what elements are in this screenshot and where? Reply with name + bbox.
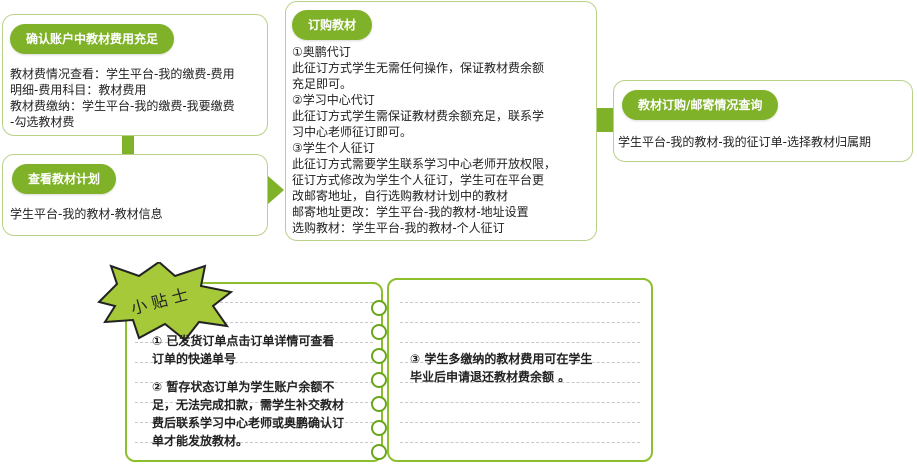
step-confirm-balance-title: 确认账户中教材费用充足 <box>10 24 175 54</box>
tip-line: ① 已发货订单点击订单详情可查看 <box>152 334 335 348</box>
tip-1: ① 已发货订单点击订单详情可查看 订单的快递单号 <box>152 332 372 368</box>
tips-right-page <box>387 278 653 462</box>
binder-ring <box>371 372 387 388</box>
divider <box>135 402 373 403</box>
divider <box>135 302 373 303</box>
tip-line: 单才能发放教材。 <box>152 434 249 448</box>
binder-ring <box>371 324 387 340</box>
divider <box>400 362 640 363</box>
step-order-box <box>285 1 597 241</box>
divider <box>400 442 640 443</box>
text-line: ③学生个人征订 <box>292 141 375 155</box>
text-line: 改邮寄地址，自行选购教材计划中的教材 <box>292 189 509 203</box>
divider <box>400 322 640 323</box>
step-confirm-balance-text: 教材费情况查看：学生平台-我的缴费-费用 明细-费用科目：教材费用 教材费缴纳：… <box>10 66 266 130</box>
divider <box>400 422 640 423</box>
binder-ring <box>371 348 387 364</box>
binder-ring <box>371 300 387 316</box>
text-line: 明细-费用科目：教材费用 <box>10 83 147 97</box>
step-view-plan-title: 查看教材计划 <box>12 164 117 194</box>
step-view-plan-box <box>2 154 268 236</box>
tip-line: 费后联系学习中心老师或奥鹏确认订 <box>152 416 345 430</box>
step-query-text: 学生平台-我的教材-我的征订单-选择教材归属期 <box>618 135 871 149</box>
divider <box>400 302 640 303</box>
divider <box>135 422 373 423</box>
divider <box>135 322 373 323</box>
divider <box>135 382 373 383</box>
text-line: ②学习中心代订 <box>292 93 375 107</box>
tip-2: ② 暂存状态订单为学生账户余额不 足，无法完成扣款，需学生补交教材 费后联系学习… <box>152 378 372 450</box>
text-line: ①奥鹏代订 <box>292 45 351 59</box>
step-query-title: 教材订购/邮寄情况查询 <box>622 90 779 120</box>
connector-box1-box2 <box>122 136 134 154</box>
text-line: 此征订方式学生无需任何操作，保证教材费余额 <box>292 61 545 75</box>
step-view-plan-text: 学生平台-我的教材-教材信息 <box>10 207 163 221</box>
tips-badge-icon <box>97 262 234 342</box>
divider <box>400 402 640 403</box>
tip-line: ③ 学生多缴纳的教材费用可在学生 <box>410 352 593 366</box>
tip-line: 足，无法完成扣款，需学生补交教材 <box>152 398 345 412</box>
divider <box>135 442 373 443</box>
binder-ring <box>371 396 387 412</box>
divider <box>135 362 373 363</box>
text-line: 教材费缴纳：学生平台-我的缴费-我要缴费 <box>10 99 235 113</box>
text-line: 邮寄地址更改：学生平台-我的教材-地址设置 <box>292 205 529 219</box>
connector-box2-box3 <box>268 176 284 204</box>
step-order-title: 订购教材 <box>292 10 373 40</box>
text-line: 此征订方式需要学生联系学习中心老师开放权限， <box>292 157 557 171</box>
tip-3: ③ 学生多缴纳的教材费用可在学生 毕业后申请退还教材费余额 。 <box>410 350 642 386</box>
text-line: 征订方式修改为学生个人征订，学生可在平台更 <box>292 173 545 187</box>
divider <box>400 382 640 383</box>
divider <box>135 342 373 343</box>
text-line: 此征订方式学生需保证教材费余额充足，联系学 <box>292 109 545 123</box>
tip-line: 毕业后申请退还教材费余额 。 <box>410 370 571 384</box>
text-line: 充足即可。 <box>292 77 353 91</box>
tip-line: 订单的快递单号 <box>152 352 237 366</box>
step-order-text: ①奥鹏代订 此征订方式学生无需任何操作，保证教材费余额 充足即可。 ②学习中心代… <box>292 44 594 236</box>
text-line: -勾选教材费 <box>10 115 75 129</box>
text-line: 习中心老师征订即可。 <box>292 125 413 139</box>
divider <box>400 342 640 343</box>
text-line: 选购教材：学生平台-我的教材-个人征订 <box>292 221 505 235</box>
binder-ring <box>371 444 387 460</box>
tip-line: ② 暂存状态订单为学生账户余额不 <box>152 380 335 394</box>
text-line: 教材费情况查看：学生平台-我的缴费-费用 <box>10 67 235 81</box>
binder-ring <box>371 420 387 436</box>
